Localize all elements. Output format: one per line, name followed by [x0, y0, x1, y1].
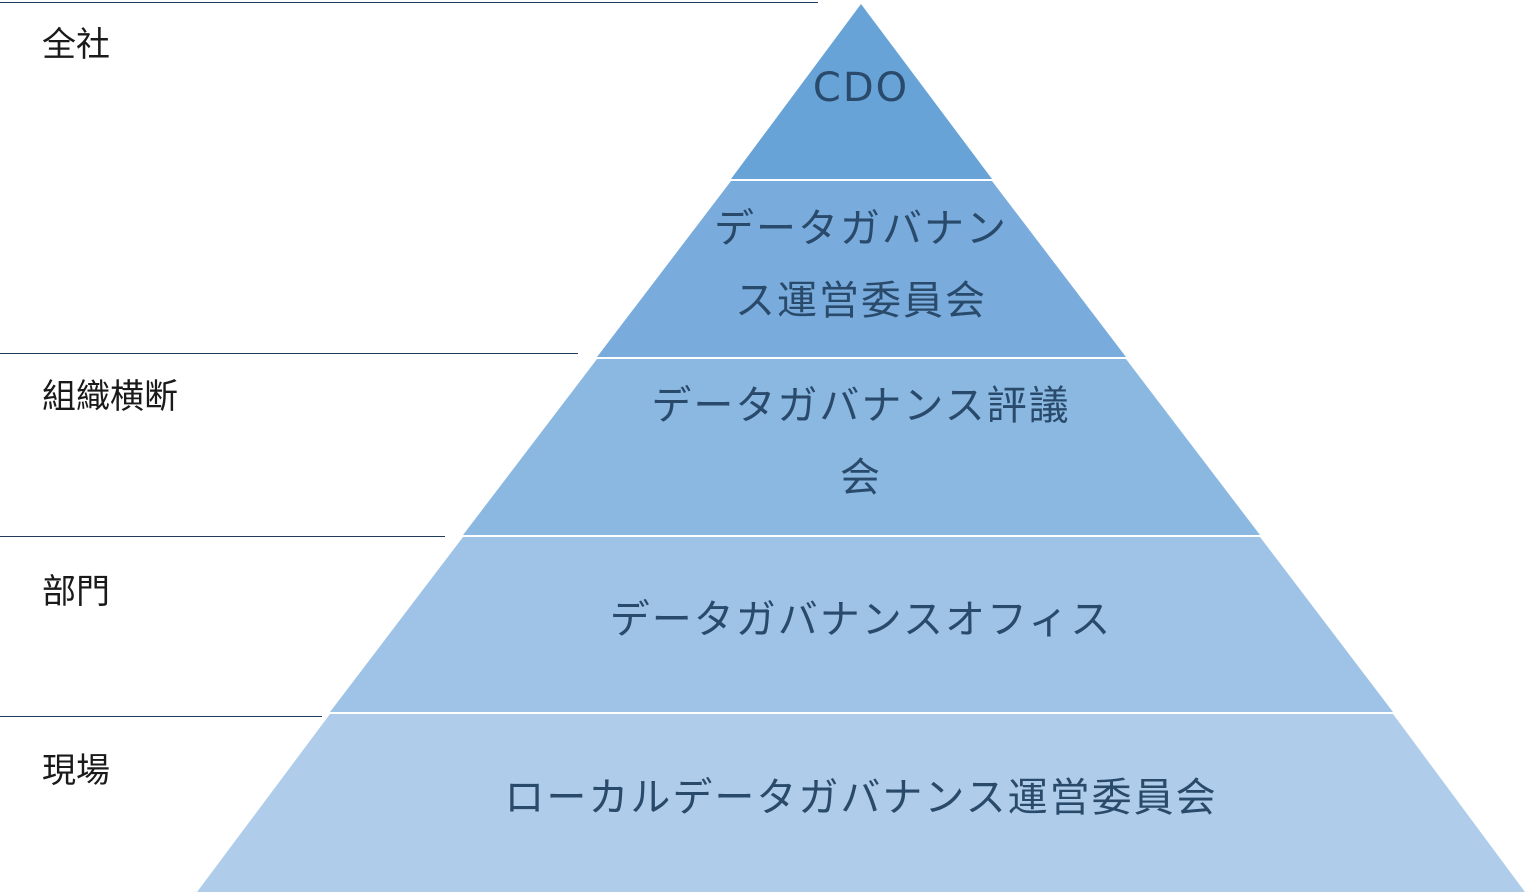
pyramid-layer-local-committee: [197, 714, 1525, 892]
tier-label-field: 現場: [42, 751, 110, 791]
separator-line-department: [0, 536, 445, 537]
separator-line-cross-org: [0, 353, 578, 354]
pyramid-layer-office: [330, 537, 1393, 712]
pyramid-layer-cdo: [731, 4, 992, 179]
pyramid-layer-steering-committee: [597, 181, 1126, 357]
separator-line-top: [0, 2, 818, 3]
tier-label-department: 部門: [42, 572, 110, 612]
layer-text-steering-committee: データガバナン ス運営委員会: [661, 193, 1061, 337]
layer-text-steering-committee-line2: ス運営委員会: [735, 278, 987, 324]
layer-text-council-line2: 会: [840, 455, 882, 501]
pyramid-layer-council: [463, 359, 1260, 535]
layer-text-cdo-line1: CDO: [812, 65, 910, 111]
layer-text-council: データガバナンス評議 会: [561, 370, 1161, 514]
layer-text-office: データガバナンスオフィス: [461, 584, 1261, 656]
layer-text-local-committee: ローカルデータガバナンス運営委員会: [361, 762, 1361, 834]
layer-text-council-line1: データガバナンス評議: [651, 383, 1071, 429]
layer-text-local-committee-line1: ローカルデータガバナンス運営委員会: [504, 775, 1218, 821]
tier-label-company: 全社: [42, 25, 110, 65]
layer-text-steering-committee-line1: データガバナン: [714, 206, 1008, 252]
layer-text-cdo: CDO: [711, 52, 1011, 124]
layer-text-office-line1: データガバナンスオフィス: [609, 597, 1113, 643]
tier-label-cross-org: 組織横断: [42, 377, 178, 417]
separator-line-field: [0, 716, 322, 717]
